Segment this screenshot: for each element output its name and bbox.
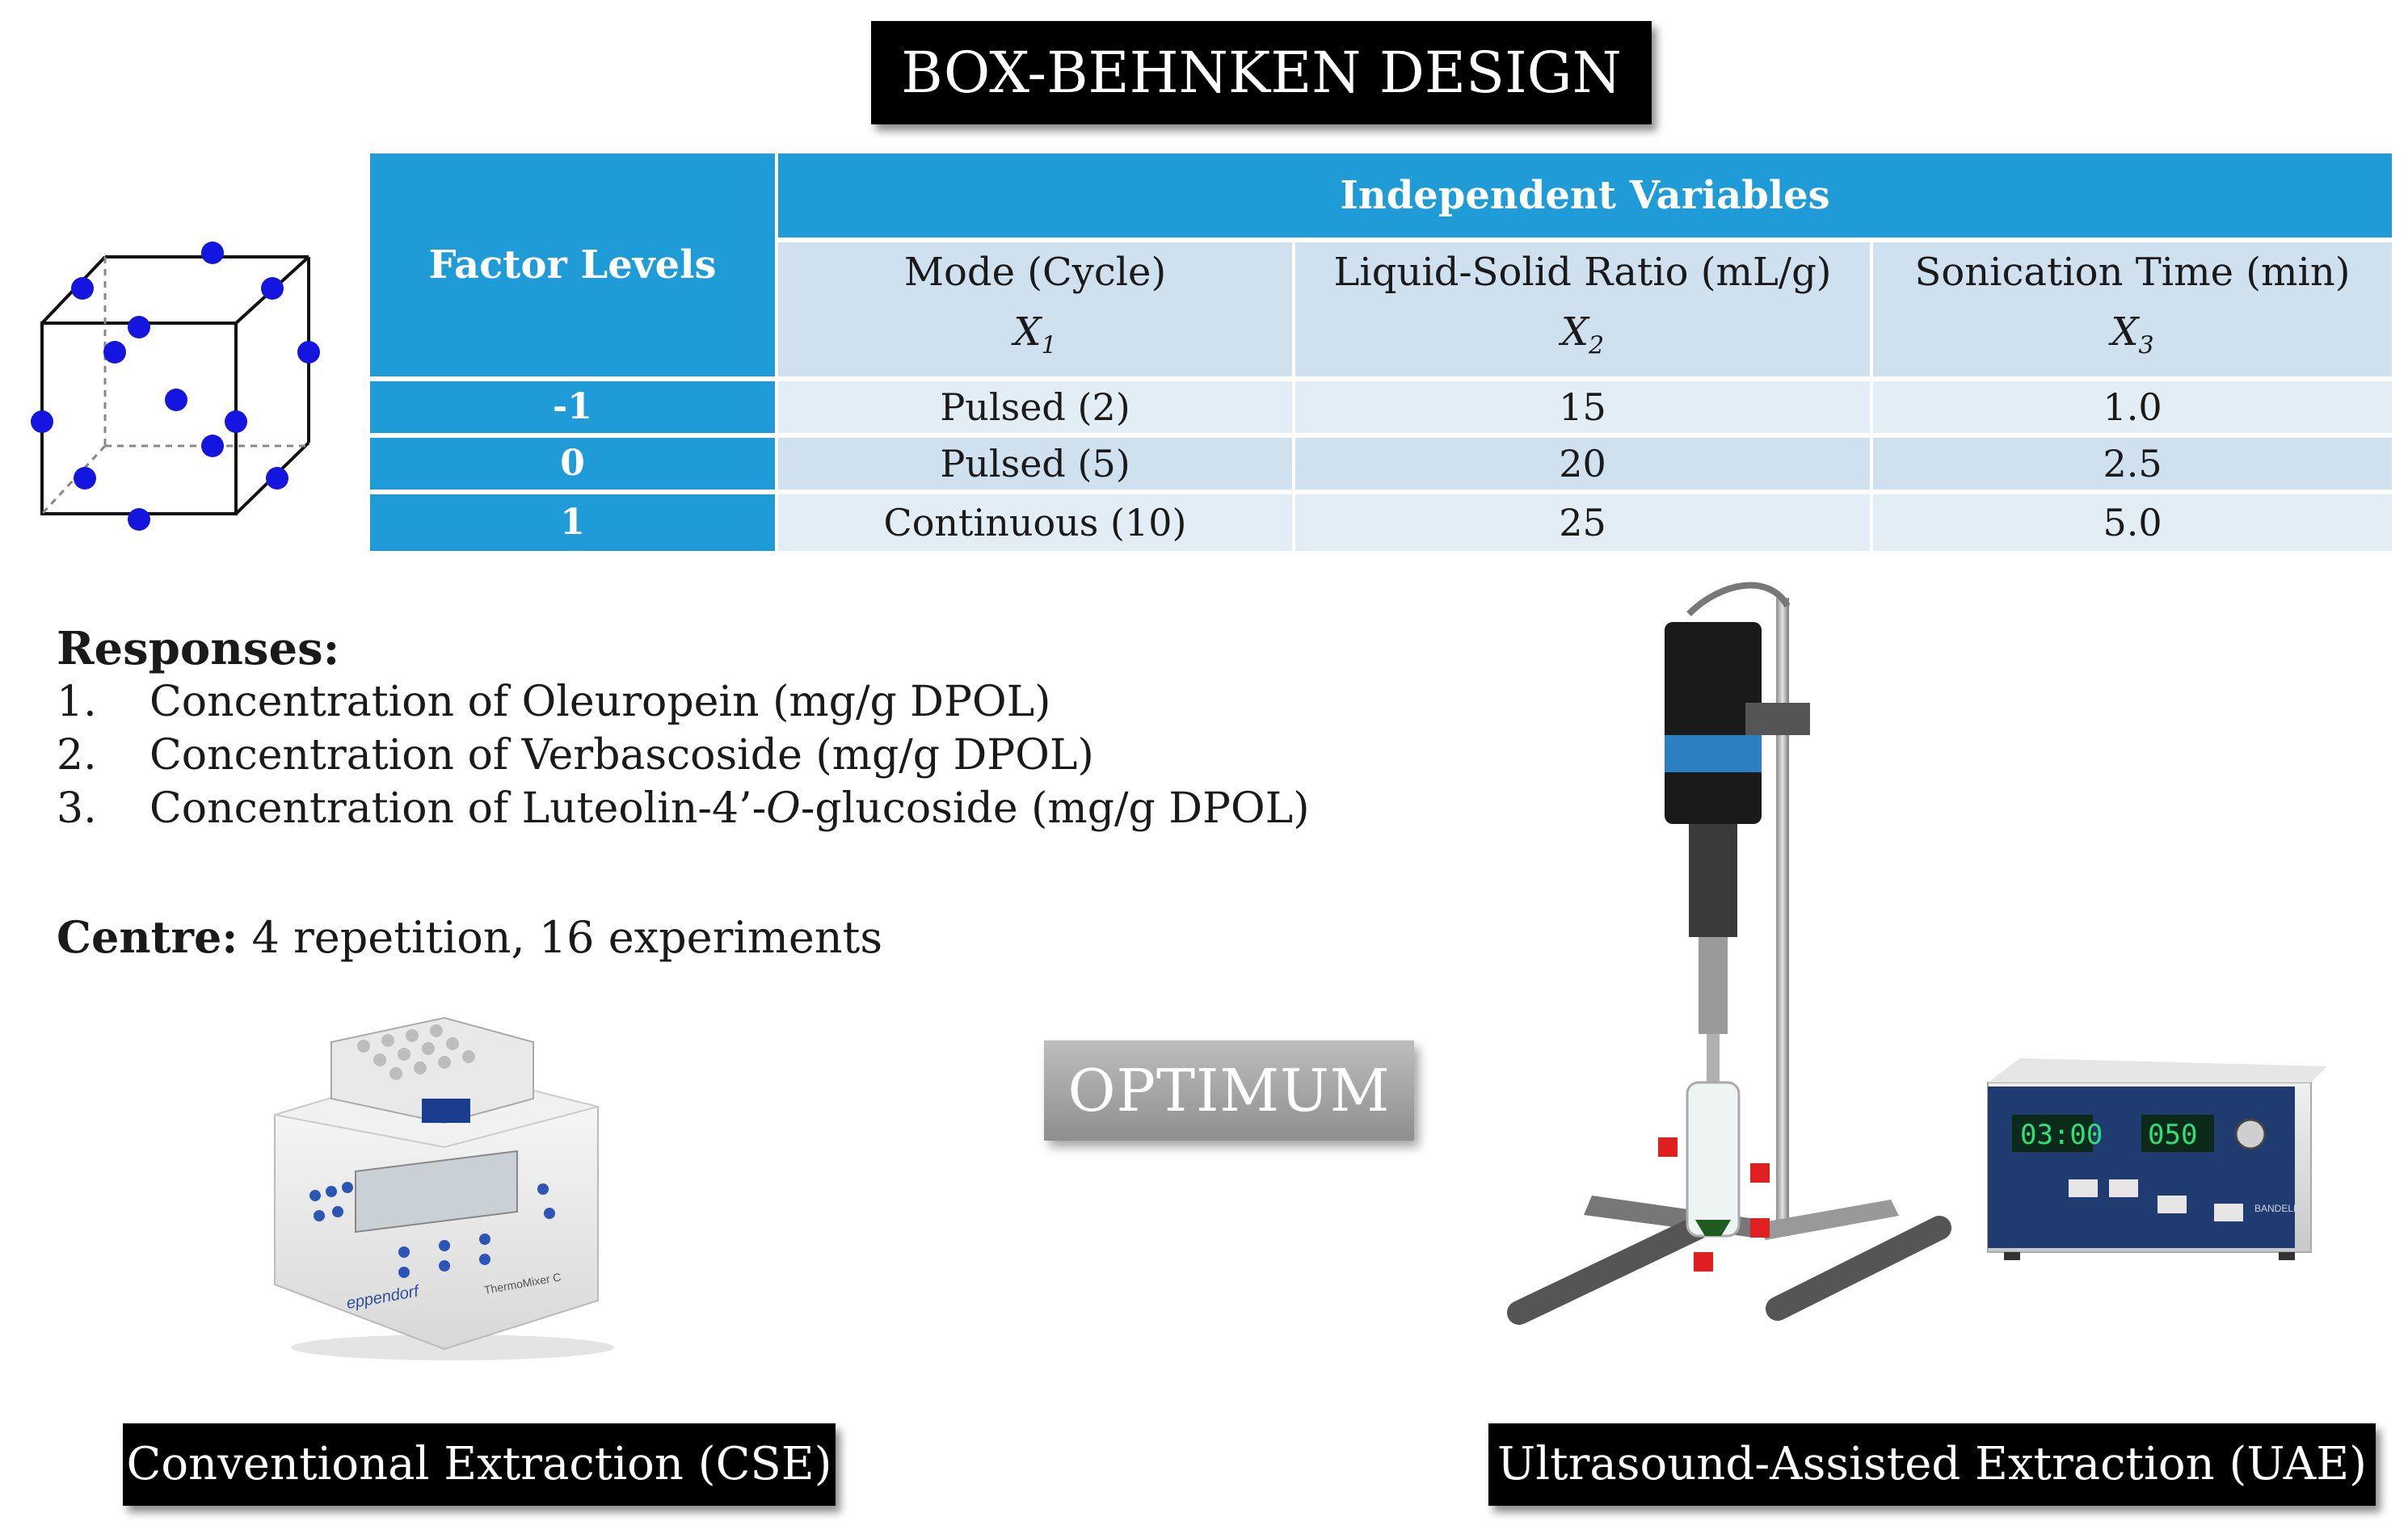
thermomixer-device-image: eppendorf ThermoMixer C: [274, 1016, 614, 1360]
table-row: 0 Pulsed (5) 20 2.5: [370, 437, 2393, 494]
design-point: [71, 277, 94, 300]
table-cell: 20: [1295, 437, 1873, 494]
design-point: [165, 389, 187, 411]
table-cell: 5.0: [1873, 494, 2393, 551]
column-header-mode: Mode (Cycle) X1: [778, 242, 1295, 381]
list-item: 1.Concentration of Oleuropein (mg/g DPOL…: [57, 678, 1051, 726]
table-cell: Pulsed (2): [778, 380, 1295, 438]
design-point: [266, 467, 288, 490]
cse-label: Conventional Extraction (CSE): [123, 1423, 836, 1506]
level-value: -1: [553, 386, 592, 428]
design-point: [128, 316, 150, 338]
design-point: [201, 435, 224, 457]
design-point: [297, 341, 320, 364]
uae-label: Ultrasound-Assisted Extraction (UAE): [1488, 1423, 2376, 1506]
list-item: 2.Concentration of Verbascoside (mg/g DP…: [57, 731, 1094, 780]
independent-variables-header: Independent Variables: [778, 153, 2393, 242]
design-point: [201, 242, 224, 264]
box-behnken-cube-diagram: [31, 242, 320, 531]
responses-list: Responses: 1.Concentration of Oleuropein…: [57, 622, 1309, 835]
table-row: 1 Continuous (10) 25 5.0: [370, 494, 2393, 551]
table-cell: 25: [1295, 494, 1873, 551]
device-maker-label: BANDELIN: [2254, 1203, 2303, 1214]
design-point: [128, 508, 150, 531]
responses-header: Responses:: [57, 622, 340, 675]
display-time: 03:00: [2020, 1119, 2103, 1151]
level-value: 0: [560, 443, 585, 485]
column-header-ratio: Liquid-Solid Ratio (mL/g) X2: [1295, 242, 1873, 381]
design-point: [225, 410, 247, 433]
optimum-badge: OPTIMUM: [1044, 1040, 1414, 1141]
design-point: [31, 410, 53, 433]
table-cell: Pulsed (5): [778, 437, 1295, 494]
column-header-time: Sonication Time (min) X3: [1873, 242, 2393, 381]
design-point: [74, 467, 96, 490]
table-cell: 1.0: [1873, 380, 2393, 438]
table-row: -1 Pulsed (2) 15 1.0: [370, 380, 2393, 438]
level-value: 1: [560, 502, 585, 544]
factor-levels-header: Factor Levels: [370, 153, 778, 381]
table-cell: 2.5: [1873, 437, 2393, 494]
display-power: 050: [2148, 1119, 2197, 1151]
centre-info: Centre: 4 repetition, 16 experiments: [57, 911, 883, 963]
factor-levels-table: Factor Levels Independent Variables Mode…: [370, 153, 2393, 551]
list-item: 3. Concentration of Luteolin-4’-O-glucos…: [57, 784, 1310, 833]
ultrasonic-homogenizer-image: 03:00 050 BANDELIN: [1507, 582, 2327, 1325]
design-point: [261, 277, 284, 300]
design-point: [103, 341, 126, 364]
table-cell: 15: [1295, 380, 1873, 438]
title-banner: BOX-BEHNKEN DESIGN: [871, 21, 1652, 124]
table-cell: Continuous (10): [778, 494, 1295, 551]
